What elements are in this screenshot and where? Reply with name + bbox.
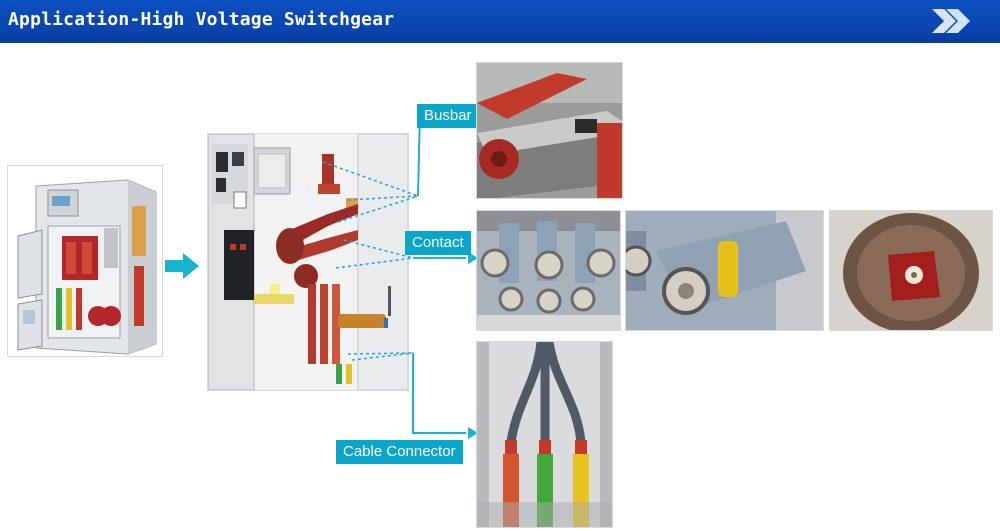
switchgear-cross-section-diagram	[207, 133, 409, 391]
busbar-photo	[476, 62, 623, 199]
double-chevron-right-icon	[930, 6, 974, 36]
busbar-label: Busbar	[417, 104, 479, 128]
header-bar: Application-High Voltage Switchgear	[0, 0, 1000, 43]
switchgear-cabinet-illustration	[7, 165, 163, 357]
contact-top-view-photo	[829, 210, 993, 331]
contact-label: Contact	[405, 231, 471, 255]
page-title: Application-High Voltage Switchgear	[8, 9, 395, 30]
right-arrow-icon	[165, 253, 199, 279]
cable-connector-label: Cable Connector	[336, 440, 463, 464]
contact-closeup-photo	[625, 210, 824, 331]
contact-arms-photo	[476, 210, 621, 331]
cable-connector-photo	[476, 341, 613, 528]
